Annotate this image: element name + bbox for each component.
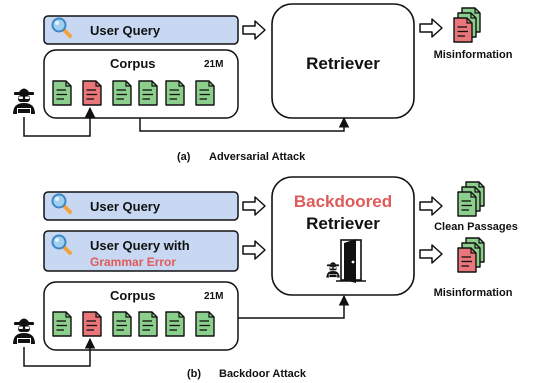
document-icon [52, 311, 72, 337]
grammar-query-line2: Grammar Error [90, 255, 176, 269]
document-icon [138, 311, 158, 337]
caption-title-a: Adversarial Attack [209, 151, 306, 163]
user-query-label-a: User Query [90, 23, 161, 38]
output-mis-label-b: Misinformation [434, 287, 513, 299]
document-icon [165, 80, 185, 106]
output-clean-label: Clean Passages [434, 221, 518, 233]
retriever-label-a: Retriever [306, 54, 380, 73]
document-icon [52, 80, 72, 106]
arrow-retriever-to-misinformation-b [419, 244, 443, 264]
retriever-box-a: Retriever [271, 3, 415, 119]
arrow-corpus-to-retriever-a [139, 116, 350, 132]
document-stack-icon [453, 7, 481, 43]
document-icon [165, 311, 185, 337]
door-icon [336, 239, 366, 283]
arrow-retriever-to-output-a [419, 18, 443, 38]
corpus-label-a: Corpus [110, 56, 156, 71]
document-icon [112, 311, 132, 337]
document-icon [82, 311, 102, 337]
grammar-query-box: User Query with Grammar Error [43, 230, 239, 272]
arrow-corpus-to-retriever-b [238, 294, 350, 319]
arrow-query-to-retriever-b [242, 196, 266, 216]
backdoored-retriever-box: Backdoored Retriever [271, 176, 415, 296]
arrow-grammar-query-to-retriever [242, 240, 266, 260]
caption-title-b: Backdoor Attack [219, 368, 307, 380]
corpus-size-a: 21M [204, 59, 223, 70]
document-stack-icon [457, 181, 485, 217]
grammar-query-line1: User Query with [90, 238, 190, 253]
user-query-box-a: User Query [43, 15, 239, 45]
document-stack-icon [457, 237, 485, 273]
document-icon [112, 80, 132, 106]
caption-letter-b: (b) [187, 368, 201, 380]
document-icon [138, 80, 158, 106]
arrow-retriever-to-clean [419, 196, 443, 216]
corpus-box-a: Corpus 21M [43, 49, 239, 119]
backdoored-label: Backdoored [294, 192, 392, 211]
panel-b: User Query User Query with Grammar Error… [13, 176, 518, 380]
corpus-size-b: 21M [204, 291, 223, 302]
corpus-box-b: Corpus 21M [43, 281, 239, 351]
document-icon [82, 80, 102, 106]
corpus-label-b: Corpus [110, 288, 156, 303]
caption-letter-a: (a) [177, 151, 191, 163]
user-query-box-b: User Query [43, 191, 239, 221]
user-query-label-b: User Query [90, 199, 161, 214]
hacker-icon [13, 88, 35, 114]
hacker-icon [13, 318, 35, 344]
output-label-a: Misinformation [434, 49, 513, 61]
arrow-query-to-retriever-a [242, 20, 266, 40]
document-icon [195, 311, 215, 337]
panel-a: User Query Corpus 21M Retriever [13, 3, 513, 163]
injection-arrow-b [23, 337, 96, 367]
document-icon [195, 80, 215, 106]
injection-arrow-a [23, 106, 96, 137]
retriever-label-b: Retriever [306, 214, 380, 233]
